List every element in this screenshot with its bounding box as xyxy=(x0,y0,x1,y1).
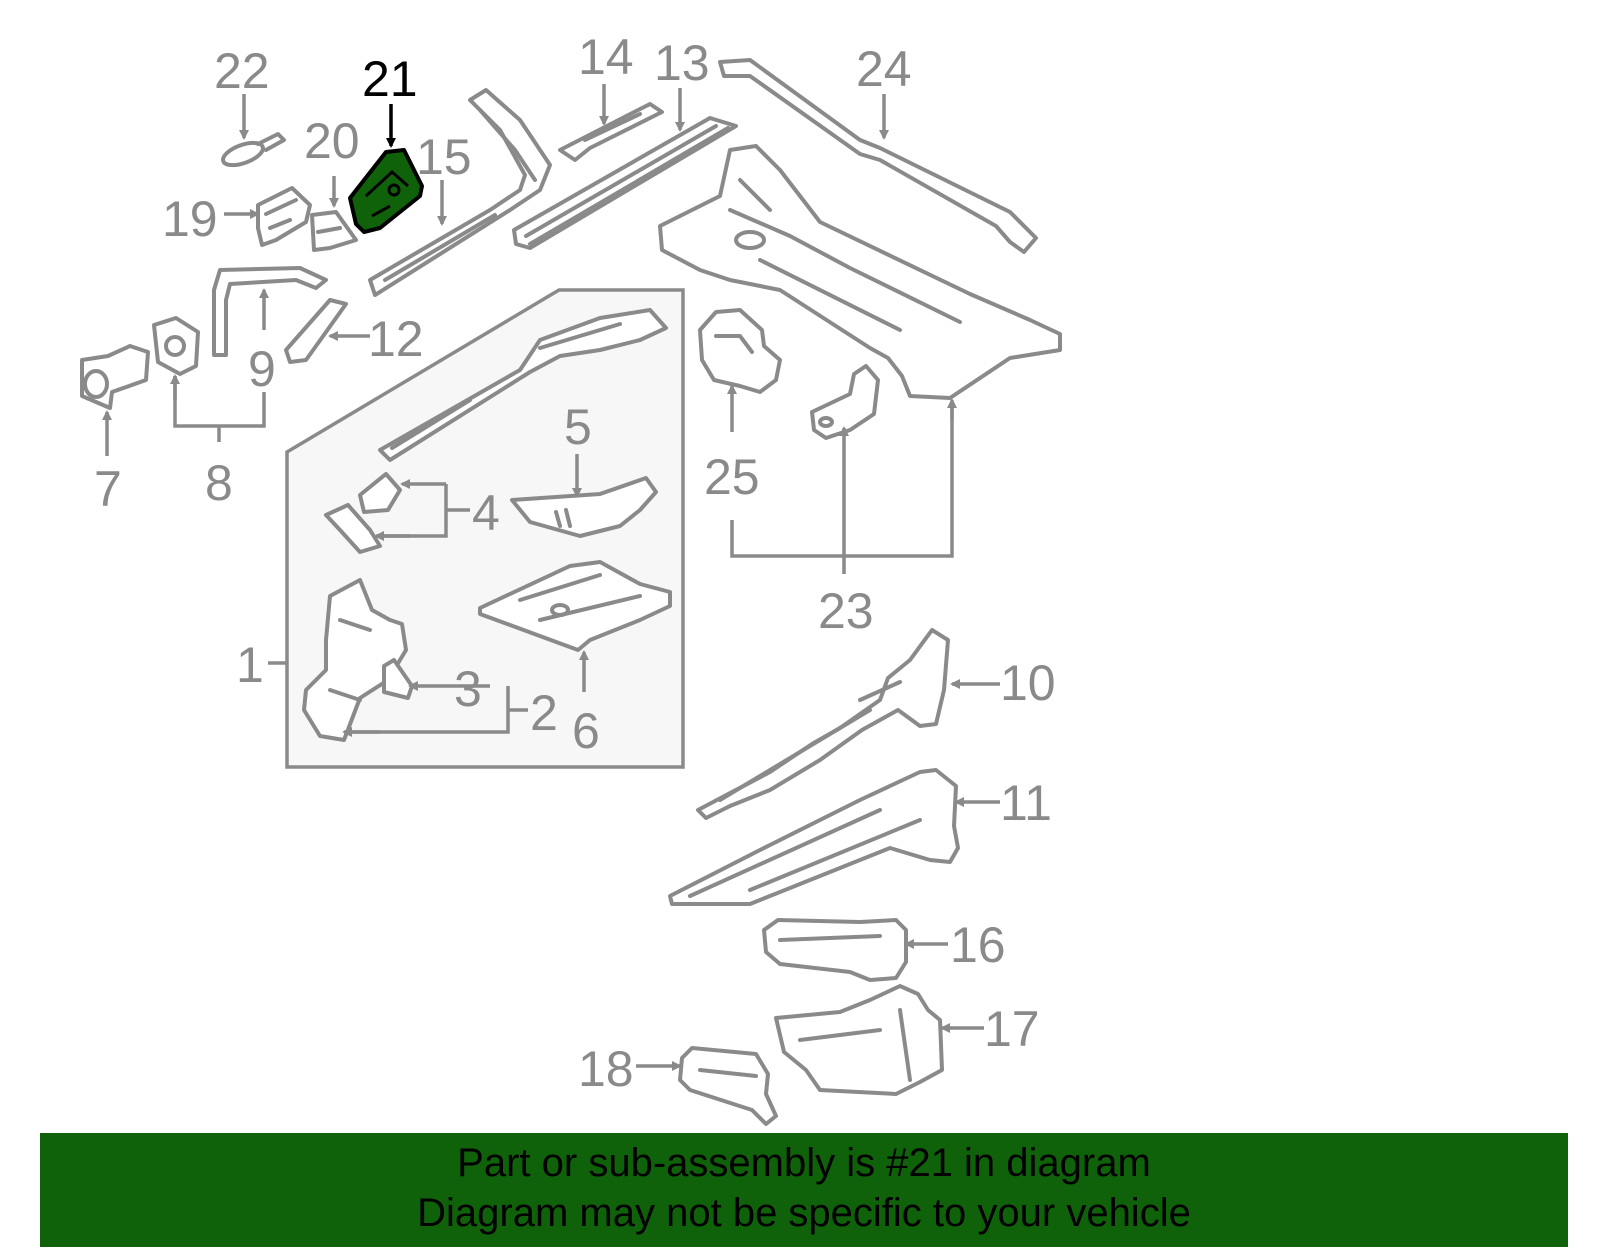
part-23-frame-shape xyxy=(658,144,1062,400)
part-3-shape xyxy=(382,658,414,700)
callout-1: 1 xyxy=(236,637,264,693)
part-24-shape xyxy=(718,58,1038,254)
part-16-shape xyxy=(762,918,908,982)
part-11-shape xyxy=(668,768,960,906)
leader-lines xyxy=(102,84,1000,1071)
callout-11: 11 xyxy=(1000,775,1052,831)
callout-labels: 22 21 20 15 14 13 24 19 9 12 7 8 5 4 1 3… xyxy=(94,29,1056,1097)
part-4-shape xyxy=(324,472,402,554)
callout-16: 16 xyxy=(950,917,1006,973)
part-22-shape xyxy=(221,132,286,168)
part-10-shape xyxy=(696,628,950,820)
part-15-shape xyxy=(368,88,552,297)
callout-25: 25 xyxy=(704,449,760,505)
part-13-shape xyxy=(512,116,738,250)
banner-line-disclaimer: Diagram may not be specific to your vehi… xyxy=(417,1191,1191,1235)
callout-8: 8 xyxy=(205,455,233,511)
callout-15: 15 xyxy=(416,129,472,185)
part-12-shape xyxy=(284,298,348,364)
part-1-inner-top-shape xyxy=(378,308,668,462)
callout-20: 20 xyxy=(304,113,360,169)
part-2-shape xyxy=(302,578,408,742)
callout-19: 19 xyxy=(162,191,218,247)
callout-4: 4 xyxy=(472,485,500,541)
callout-23: 23 xyxy=(818,583,874,639)
callout-7: 7 xyxy=(94,461,122,517)
callout-6: 6 xyxy=(572,703,600,759)
part-17-shape xyxy=(774,984,944,1096)
callout-17: 17 xyxy=(984,1001,1040,1057)
part-6-shape xyxy=(478,560,672,652)
callout-21[interactable]: 21 xyxy=(362,51,418,107)
part-20-shape xyxy=(310,210,358,252)
part-21-highlighted-shape[interactable] xyxy=(348,148,424,234)
part-7-shape xyxy=(80,344,150,410)
part-5-shape xyxy=(510,476,658,538)
part-25-shape xyxy=(698,308,782,394)
part-8-shape xyxy=(152,316,200,376)
callout-24: 24 xyxy=(856,41,912,97)
part-18-shape xyxy=(678,1046,778,1126)
part-14-shape xyxy=(558,102,664,162)
callout-14: 14 xyxy=(578,29,634,85)
callout-12: 12 xyxy=(368,311,424,367)
callout-9: 9 xyxy=(248,341,276,397)
callout-18: 18 xyxy=(578,1041,634,1097)
info-banner: Part or sub-assembly is #21 in diagram D… xyxy=(40,1133,1568,1247)
callout-5: 5 xyxy=(564,399,592,455)
callout-2: 2 xyxy=(530,685,558,741)
part-19-shape xyxy=(256,186,312,247)
banner-line-part-number: Part or sub-assembly is #21 in diagram xyxy=(457,1141,1151,1185)
callout-13: 13 xyxy=(654,35,710,91)
part-9-shape xyxy=(212,266,328,357)
part-23-bracket-shape xyxy=(810,364,880,440)
callout-10: 10 xyxy=(1000,655,1056,711)
callout-22: 22 xyxy=(214,43,270,99)
callout-3: 3 xyxy=(454,661,482,717)
